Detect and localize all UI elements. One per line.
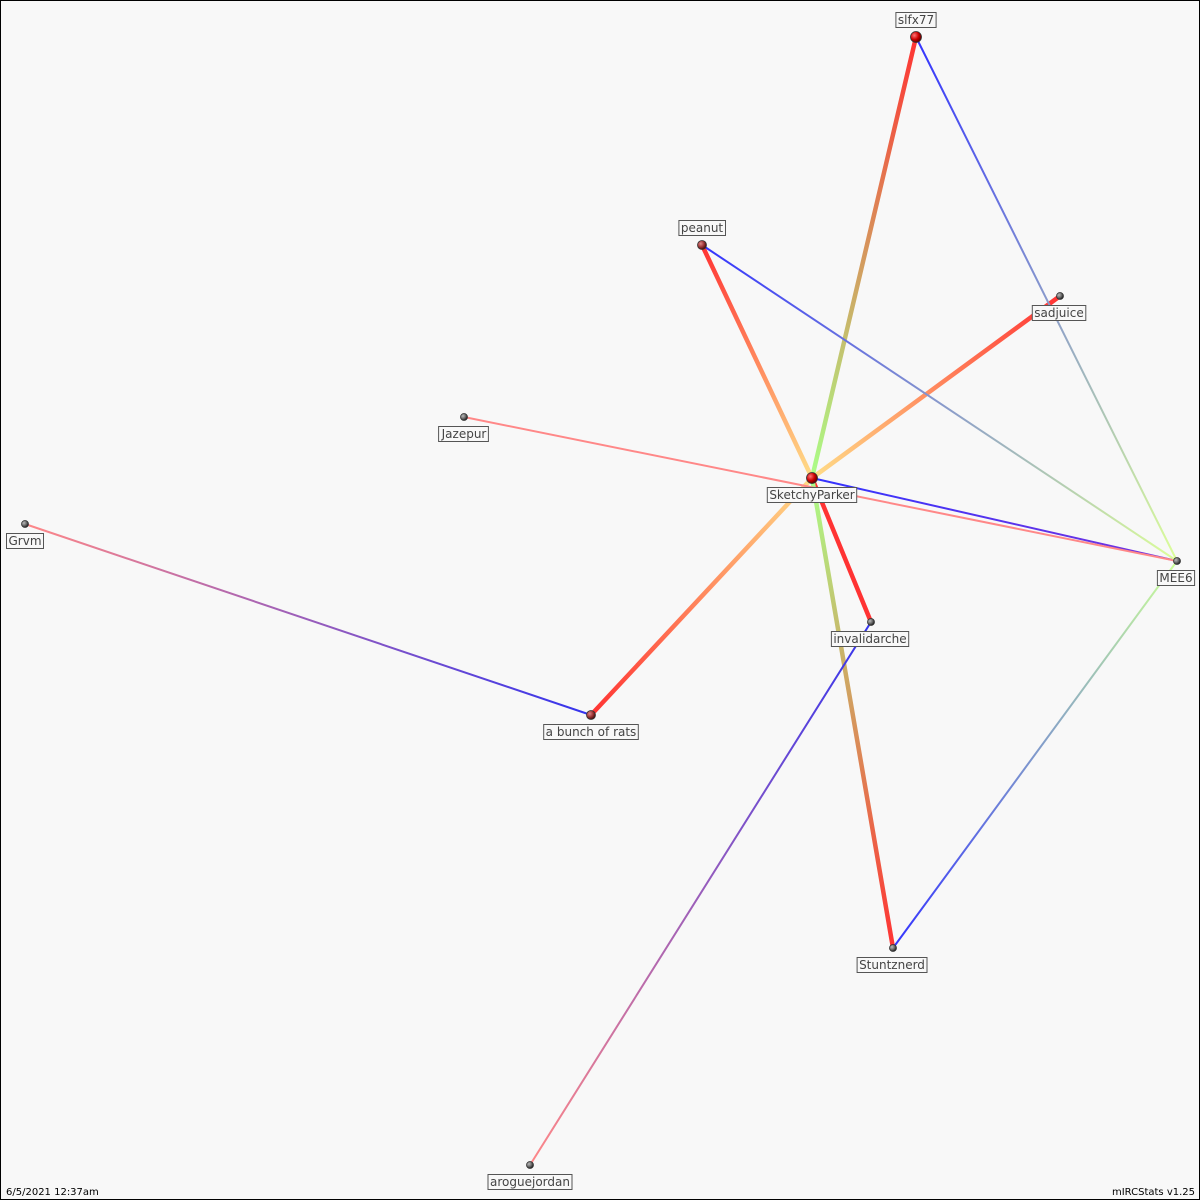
edge-peanut-mee6 [701, 244, 1178, 562]
edge-slfx77-mee6 [915, 36, 1178, 562]
node-dot [1173, 557, 1181, 565]
node-sketchyparker: SketchyParker [766, 472, 858, 503]
node-a-bunch-of-rats: a bunch of rats [543, 710, 639, 740]
node-label: sadjuice [1034, 306, 1083, 320]
node-dot [889, 944, 897, 952]
node-label: peanut [681, 221, 724, 235]
node-label: SketchyParker [769, 488, 854, 502]
edge-sketchyparker-peanut [699, 242, 815, 481]
node-dot [910, 31, 922, 43]
node-label-box [1031, 305, 1087, 321]
node-sadjuice: sadjuice [1031, 292, 1087, 321]
edge-sketchyparker-sadjuice [809, 293, 1063, 481]
node-label: MEE6 [1159, 571, 1192, 585]
node-label-box [856, 957, 928, 973]
node-dot [697, 240, 707, 250]
node-label-box [6, 533, 44, 549]
node-label: slfx77 [898, 13, 934, 27]
node-aroguejordan: aroguejordan [487, 1161, 573, 1190]
edge-aroguejordan-invalidarche [529, 621, 872, 1166]
node-jazepur: Jazepur [438, 413, 489, 442]
node-label: invalidarche [833, 632, 906, 646]
node-label-box [830, 631, 910, 647]
node-layer: SketchyParker slfx77 peanut sadjuiceJazepur… [6, 12, 1196, 1190]
edge-sketchyparker-mee6 [811, 477, 1178, 562]
node-dot [1056, 292, 1064, 300]
node-label-box [1156, 570, 1196, 586]
node-invalidarche: invalidarche [830, 618, 910, 647]
node-dot [526, 1161, 534, 1169]
node-grvm: Grvm [6, 520, 44, 549]
node-stuntznerd: Stuntznerd [856, 944, 928, 973]
node-label: aroguejordan [490, 1175, 570, 1189]
node-slfx77: slfx77 [895, 12, 937, 43]
node-dot [21, 520, 29, 528]
node-label-box [543, 724, 639, 740]
node-dot [867, 618, 875, 626]
edge-sketchyparker-slfx77 [809, 34, 919, 481]
node-peanut: peanut [678, 220, 727, 250]
edge-sketchyparker-a-bunch-of-rats [588, 475, 815, 718]
node-label-box [766, 487, 858, 503]
node-label-box [438, 426, 489, 442]
edge-stuntznerd-mee6 [892, 560, 1178, 949]
timestamp-label: 6/5/2021 12:37am [6, 1187, 99, 1198]
node-dot [806, 472, 818, 484]
node-dot [586, 710, 596, 720]
node-label: Grvm [8, 534, 41, 548]
node-label-box [895, 12, 937, 28]
node-mee6: MEE6 [1156, 557, 1196, 586]
edge-sketchyparker-stuntznerd [809, 475, 896, 951]
node-label: Jazepur [441, 427, 487, 441]
edge-grvm-a-bunch-of-rats [24, 523, 592, 716]
node-label: a bunch of rats [546, 725, 637, 739]
edge-layer [24, 34, 1178, 1166]
app-version-label: mIRCStats v1.25 [1111, 1187, 1195, 1198]
node-label-box [487, 1174, 573, 1190]
node-dot [460, 413, 468, 421]
node-label-box [678, 220, 727, 236]
node-label: Stuntznerd [859, 958, 925, 972]
